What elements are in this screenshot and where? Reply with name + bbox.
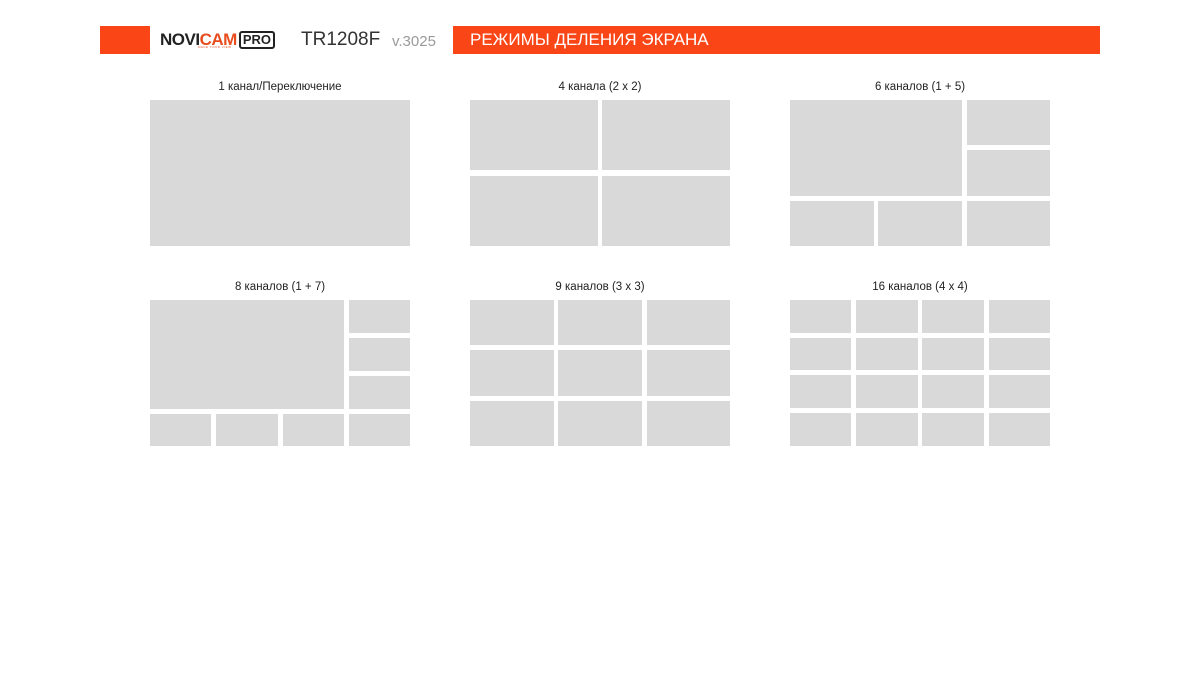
channel-cell-large <box>150 300 344 409</box>
channel-cell <box>967 201 1050 246</box>
channel-cell <box>150 100 410 246</box>
channel-cell <box>989 375 1050 408</box>
channel-cell <box>150 414 211 446</box>
channel-cell <box>349 300 410 333</box>
channel-cell <box>878 201 962 246</box>
channel-cell <box>558 300 642 345</box>
layout-panel-4-channels: 4 канала (2 x 2) <box>470 80 730 246</box>
layout-diagram-6 <box>790 100 1050 246</box>
channel-cell <box>470 350 554 396</box>
channel-cell <box>922 300 984 333</box>
channel-cell <box>349 376 410 409</box>
page-title: РЕЖИМЫ ДЕЛЕНИЯ ЭКРАНА <box>470 30 709 49</box>
channel-cell <box>790 413 851 446</box>
logo-tagline: MAKE YOUR VIEW <box>198 45 232 49</box>
layout-label: 4 канала (2 x 2) <box>558 81 642 93</box>
layout-diagram-8 <box>150 300 410 446</box>
channel-cell <box>967 100 1050 145</box>
layout-panel-16-channels: 16 каналов (4 x 4) <box>790 280 1050 446</box>
channel-cell <box>856 338 918 370</box>
channel-cell <box>790 375 851 408</box>
layout-panel-6-channels: 6 каналов (1 + 5) <box>790 80 1050 246</box>
channel-cell <box>989 300 1050 333</box>
logo-brand-text: NOVICAM <box>160 30 237 49</box>
layout-label: 16 каналов (4 x 4) <box>872 281 968 293</box>
layout-panel-8-channels: 8 каналов (1 + 7) <box>150 280 410 446</box>
channel-cell <box>790 201 874 246</box>
layout-diagram-4 <box>470 100 730 246</box>
channel-cell <box>922 338 984 370</box>
channel-cell <box>470 300 554 345</box>
layout-label: 1 канал/Переключение <box>218 81 342 93</box>
novicam-pro-logo: NOVICAM PRO MAKE YOUR VIEW <box>160 30 275 50</box>
channel-cell <box>283 414 344 446</box>
channel-cell <box>349 338 410 371</box>
layout-panel-1-channel: 1 канал/Переключение <box>150 80 410 246</box>
model-name: TR1208F <box>301 29 381 50</box>
layout-diagram-16 <box>790 300 1050 446</box>
layout-label: 6 каналов (1 + 5) <box>874 81 966 93</box>
layout-diagram-9 <box>470 300 730 446</box>
channel-cell <box>989 338 1050 370</box>
channel-cell <box>470 100 598 170</box>
header-title-bar: РЕЖИМЫ ДЕЛЕНИЯ ЭКРАНА <box>453 26 1100 54</box>
layout-diagram-1 <box>150 100 410 246</box>
channel-cell <box>647 350 730 396</box>
channel-cell <box>558 401 642 446</box>
layout-label: 9 каналов (3 x 3) <box>555 281 645 293</box>
channel-cell-large <box>790 100 962 196</box>
version-label: v.3025 <box>392 33 436 50</box>
channel-cell <box>967 150 1050 196</box>
channel-cell <box>790 338 851 370</box>
layout-panel-9-channels: 9 каналов (3 x 3) <box>470 280 730 446</box>
channel-cell <box>989 413 1050 446</box>
channel-cell <box>856 375 918 408</box>
channel-cell <box>790 300 851 333</box>
channel-cell <box>558 350 642 396</box>
logo-pro-badge: PRO <box>238 31 275 49</box>
channel-cell <box>647 300 730 345</box>
channel-cell <box>349 414 410 446</box>
layout-label: 8 каналов (1 + 7) <box>234 281 326 293</box>
channel-cell <box>602 176 730 246</box>
channel-cell <box>647 401 730 446</box>
channel-cell <box>856 300 918 333</box>
channel-cell <box>922 375 984 408</box>
channel-cell <box>602 100 730 170</box>
channel-cell <box>470 176 598 246</box>
channel-cell <box>216 414 278 446</box>
header-accent-block <box>100 26 150 54</box>
channel-cell <box>856 413 918 446</box>
channel-cell <box>470 401 554 446</box>
channel-cell <box>922 413 984 446</box>
